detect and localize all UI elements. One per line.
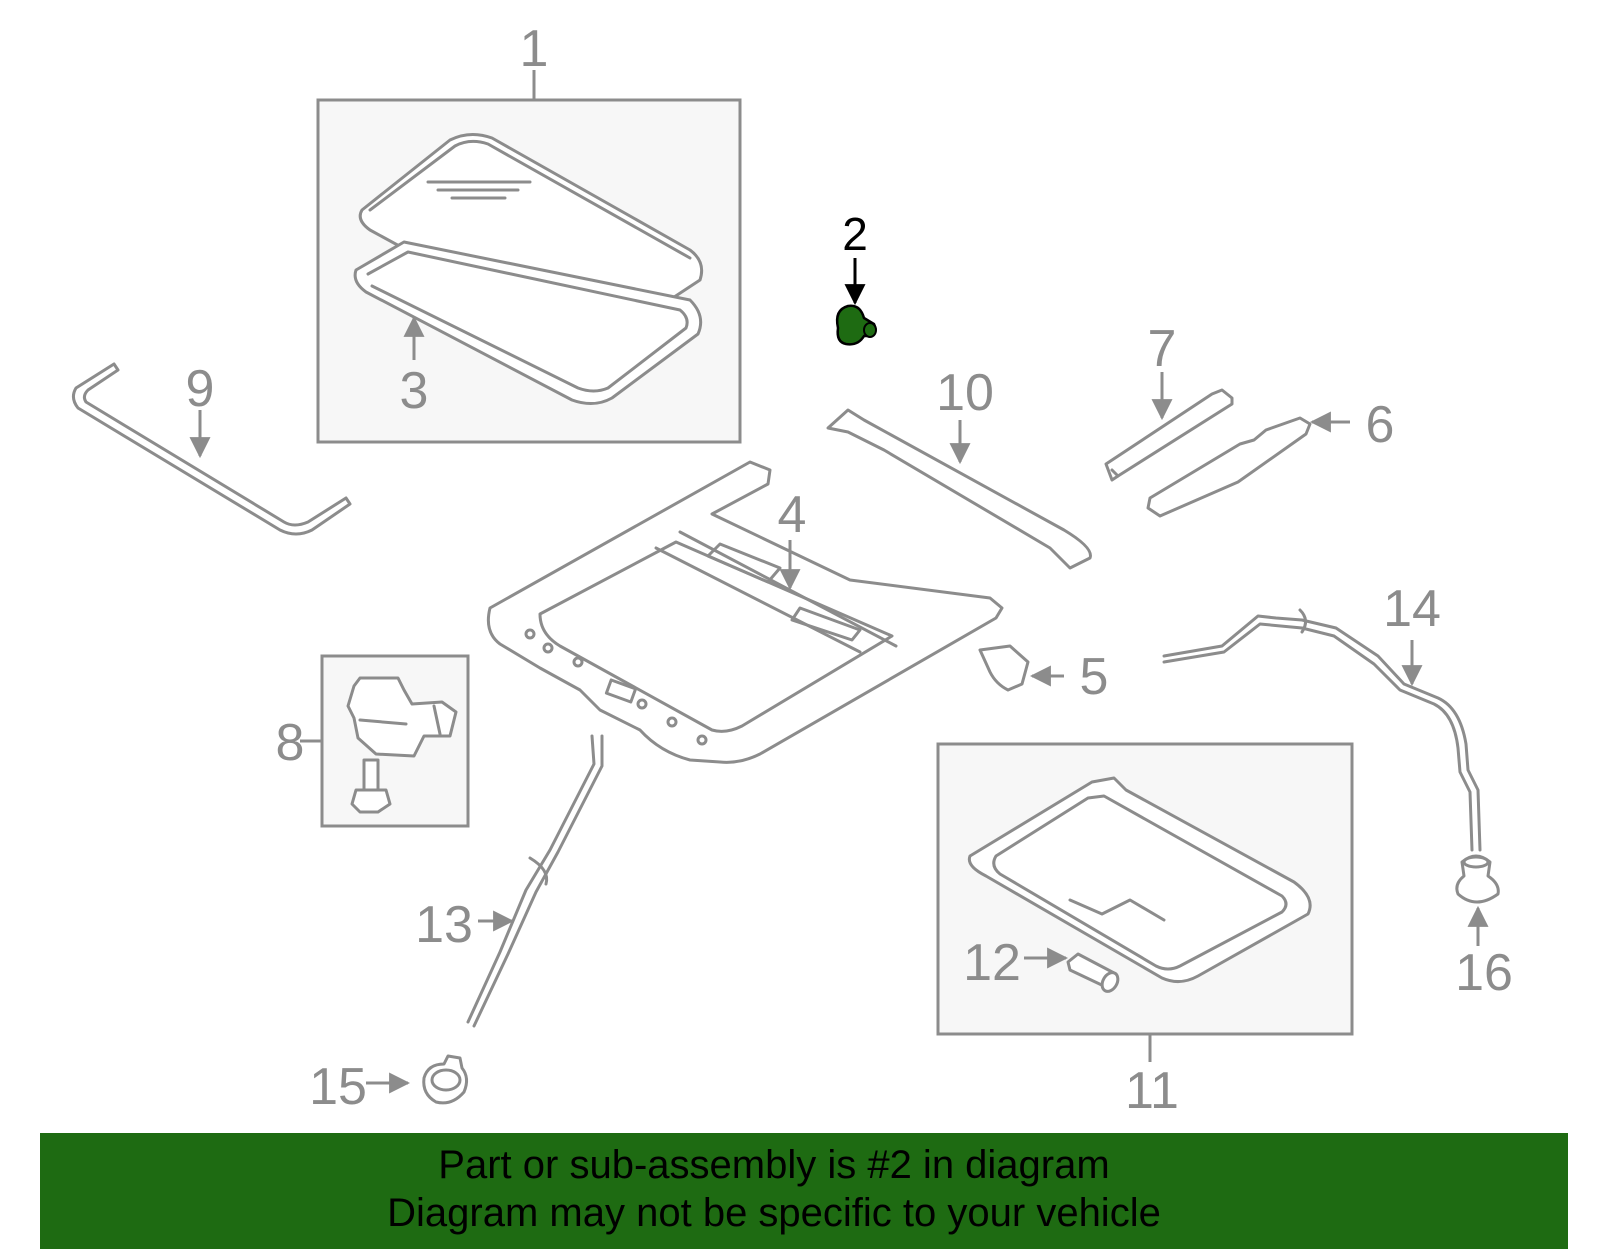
- callout-14: 14: [1383, 580, 1441, 638]
- part-15-grommet[interactable]: [366, 1054, 469, 1105]
- part-12-handle: [1024, 947, 1120, 993]
- sunshade-panel: [967, 776, 1312, 983]
- callout-1: 1: [520, 20, 549, 78]
- part-2-highlighted[interactable]: 2: [835, 208, 877, 346]
- callout-16: 16: [1455, 944, 1513, 1002]
- callout-4: 4: [778, 486, 807, 544]
- callout-3: 3: [400, 362, 429, 420]
- callout-5: 5: [1080, 648, 1109, 706]
- callout-7: 7: [1148, 320, 1177, 378]
- callout-6: 6: [1366, 396, 1395, 454]
- part-14-drain-hose[interactable]: [1162, 608, 1482, 852]
- banner-line-2: Diagram may not be specific to your vehi…: [387, 1191, 1161, 1235]
- callout-13: 13: [415, 896, 473, 954]
- callout-15: 15: [309, 1058, 367, 1116]
- pin-icon: [835, 304, 877, 346]
- callout-9: 9: [186, 360, 215, 418]
- motor: [346, 676, 458, 758]
- part-8-motor-box[interactable]: [300, 654, 470, 828]
- part-9-weatherstrip[interactable]: [71, 362, 352, 536]
- callout-12: 12: [963, 934, 1021, 992]
- part-13-drain-hose[interactable]: [466, 734, 604, 1028]
- part-4-sunroof-frame[interactable]: [486, 460, 1004, 764]
- callout-8: 8: [276, 714, 305, 772]
- part-10-wind-deflector[interactable]: [826, 408, 1092, 570]
- callout-2: 2: [842, 208, 868, 260]
- callout-10: 10: [936, 364, 994, 422]
- glass-seal: [353, 240, 703, 405]
- part-11-sunshade-box[interactable]: [936, 742, 1354, 1062]
- part-7-guide-rail[interactable]: [1104, 372, 1234, 482]
- info-banner: Part or sub-assembly is #2 in diagram Di…: [40, 1133, 1568, 1249]
- part-16-grommet[interactable]: [1455, 854, 1500, 946]
- glass-panel-assembly-box[interactable]: [316, 70, 742, 444]
- banner-line-1: Part or sub-assembly is #2 in diagram: [438, 1143, 1110, 1187]
- part-6-guide-rail[interactable]: [1146, 411, 1350, 518]
- callout-11: 11: [1125, 1062, 1179, 1120]
- bolt: [350, 758, 392, 814]
- part-5-bracket[interactable]: [978, 644, 1064, 692]
